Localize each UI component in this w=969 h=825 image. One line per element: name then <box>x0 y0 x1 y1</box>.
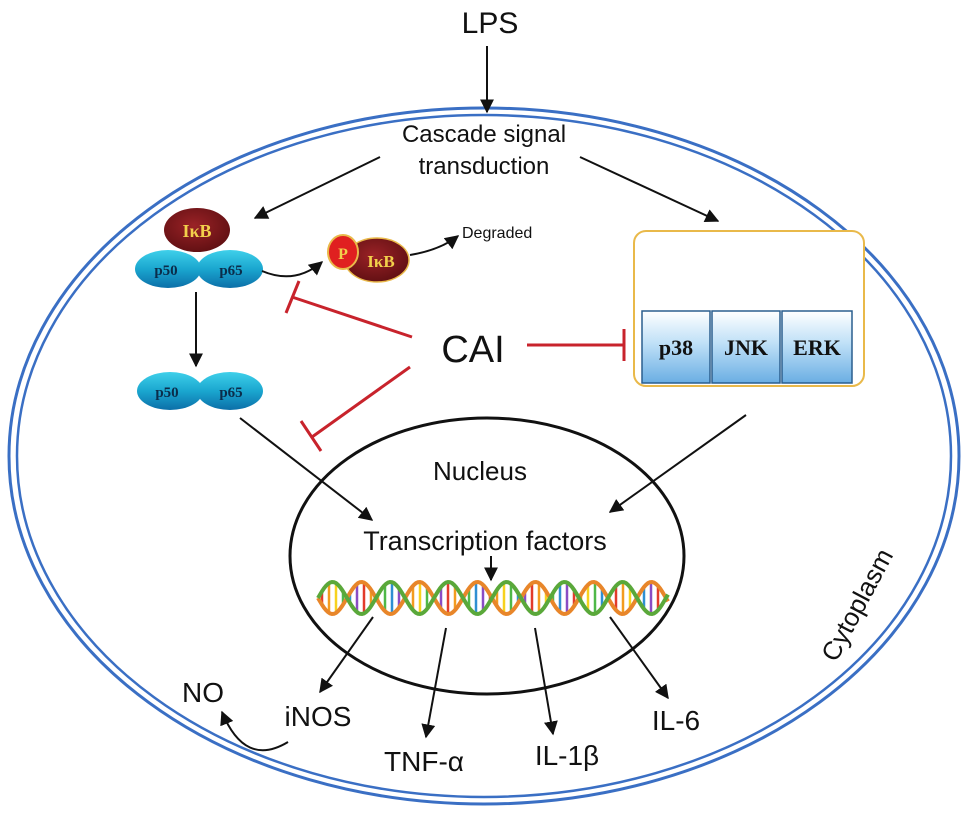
inos-label: iNOS <box>285 701 352 732</box>
cai-label: CAI <box>441 329 504 371</box>
p50-label: p50 <box>154 263 177 279</box>
p50-protein <box>135 250 201 288</box>
phosphorylation-arrow <box>261 261 324 278</box>
cascade-label-line2: transduction <box>419 153 550 180</box>
nfkb-to-nucleus-arrow <box>239 417 374 521</box>
nucleus-label: Nucleus <box>433 456 527 486</box>
phosphate-label: P <box>338 246 348 263</box>
phosphate-group <box>327 234 359 270</box>
jnk-kinase: JNK <box>711 310 781 384</box>
jnk-label: JNK <box>724 335 768 360</box>
free-p65-label: p65 <box>219 385 242 401</box>
nucleus <box>288 416 686 696</box>
phospho-ikb: IκB P <box>327 234 410 283</box>
free-p50-protein <box>137 372 203 410</box>
degraded-label: Degraded <box>462 225 532 242</box>
cascade-label-line1: Cascade signal <box>402 121 566 148</box>
il1b-label: IL-1β <box>535 740 599 771</box>
transcription-factors-label: Transcription factors <box>363 526 607 556</box>
ikb-protein <box>164 208 230 252</box>
il6-label: IL-6 <box>652 705 700 736</box>
p65-label: p65 <box>219 263 242 279</box>
no-label: NO <box>182 677 224 708</box>
tnf-label: TNF-α <box>384 746 464 777</box>
p65-protein <box>197 250 263 288</box>
erk-label: ERK <box>793 335 841 360</box>
cascade-to-mapk-arrow <box>579 156 720 223</box>
degradation-arrow <box>409 235 460 256</box>
cai-inhibits-nfkb-translocation <box>299 365 411 452</box>
mapk-to-nucleus-arrow <box>608 414 747 513</box>
cai-inhibits-ikb-phosphorylation <box>284 280 413 339</box>
cascade-to-nfkb-arrow <box>253 156 381 219</box>
cell-membrane-inner <box>15 113 953 799</box>
ikb-nfkb-complex: IκB p50 p65 <box>135 208 263 288</box>
free-nfkb-dimer: p50 p65 <box>137 372 263 410</box>
phospho-ikb-label: IκB <box>367 252 394 271</box>
lps-label: LPS <box>462 7 519 40</box>
ikb-label: IκB <box>182 221 211 241</box>
cai-inhibits-mapk <box>527 329 626 361</box>
p38-label: p38 <box>659 335 693 360</box>
cytoplasm-label: Cytoplasm <box>815 544 899 667</box>
erk-kinase: ERK <box>781 310 853 384</box>
dna-helix <box>316 579 670 617</box>
free-p50-label: p50 <box>155 385 178 401</box>
free-p65-protein <box>197 372 263 410</box>
p38-kinase: p38 <box>641 310 711 384</box>
dna-to-il6-arrow <box>609 616 669 700</box>
dna-backbone <box>316 579 670 617</box>
dna-to-il1b-arrow <box>534 627 558 736</box>
dna-to-inos-arrow <box>319 616 374 694</box>
dna-to-tnf-arrow <box>421 627 447 739</box>
inos-to-no-arrow <box>220 710 289 752</box>
